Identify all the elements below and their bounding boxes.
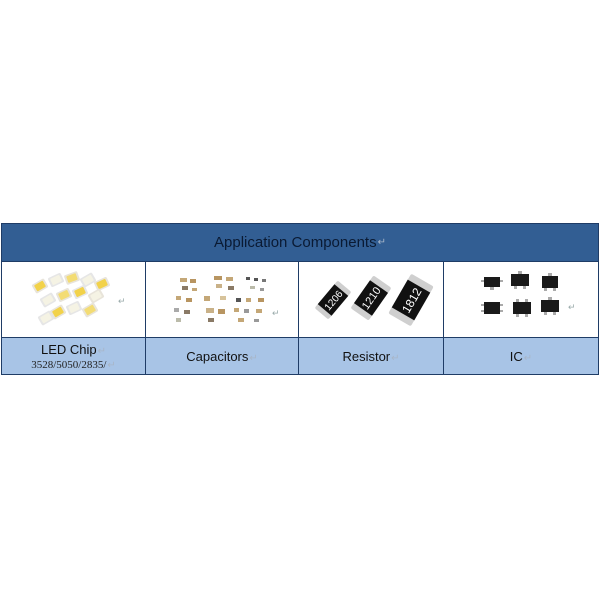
led-chip-sizes: 3528/5050/2835/ <box>31 358 107 371</box>
capacitors-image: ↵ <box>146 262 299 337</box>
capacitors-label: Capacitors <box>186 348 249 364</box>
ic-label: IC <box>509 348 523 364</box>
resistor-image: 1206 1210 1812 <box>299 262 444 337</box>
resistor-cell: Resistor↵ <box>299 338 444 374</box>
ic-graphic <box>481 271 559 317</box>
led-chip-graphic <box>31 271 110 326</box>
image-row: ↵ ↵ <box>2 262 598 338</box>
label-row: LED Chip↵ 3528/5050/2835/↵ Capacitors↵ R… <box>2 338 598 374</box>
return-mark-icon: ↵ <box>97 345 107 357</box>
return-mark-icon: ↵ <box>377 237 386 248</box>
resistor-graphic: 1206 1210 1812 <box>315 274 434 326</box>
led-chip-label: LED Chip <box>40 341 97 357</box>
header-title: Application Components <box>214 234 377 251</box>
return-mark-icon: ↵ <box>107 359 116 371</box>
return-mark-icon: ↵ <box>272 308 280 318</box>
return-mark-icon: ↵ <box>568 302 576 312</box>
ic-cell: IC↵ <box>444 338 598 374</box>
led-chip-cell: LED Chip↵ 3528/5050/2835/↵ <box>2 338 146 374</box>
return-mark-icon: ↵ <box>249 352 258 364</box>
ic-image: ↵ <box>444 262 598 337</box>
capacitors-graphic <box>174 276 266 322</box>
return-mark-icon: ↵ <box>391 352 400 364</box>
led-chip-image: ↵ <box>2 262 146 337</box>
application-components-table: Application Components↵ <box>1 223 599 375</box>
return-mark-icon: ↵ <box>118 296 126 306</box>
table-header: Application Components↵ <box>2 224 598 262</box>
resistor-label: Resistor <box>342 348 391 364</box>
capacitors-cell: Capacitors↵ <box>146 338 299 374</box>
return-mark-icon: ↵ <box>523 352 533 364</box>
